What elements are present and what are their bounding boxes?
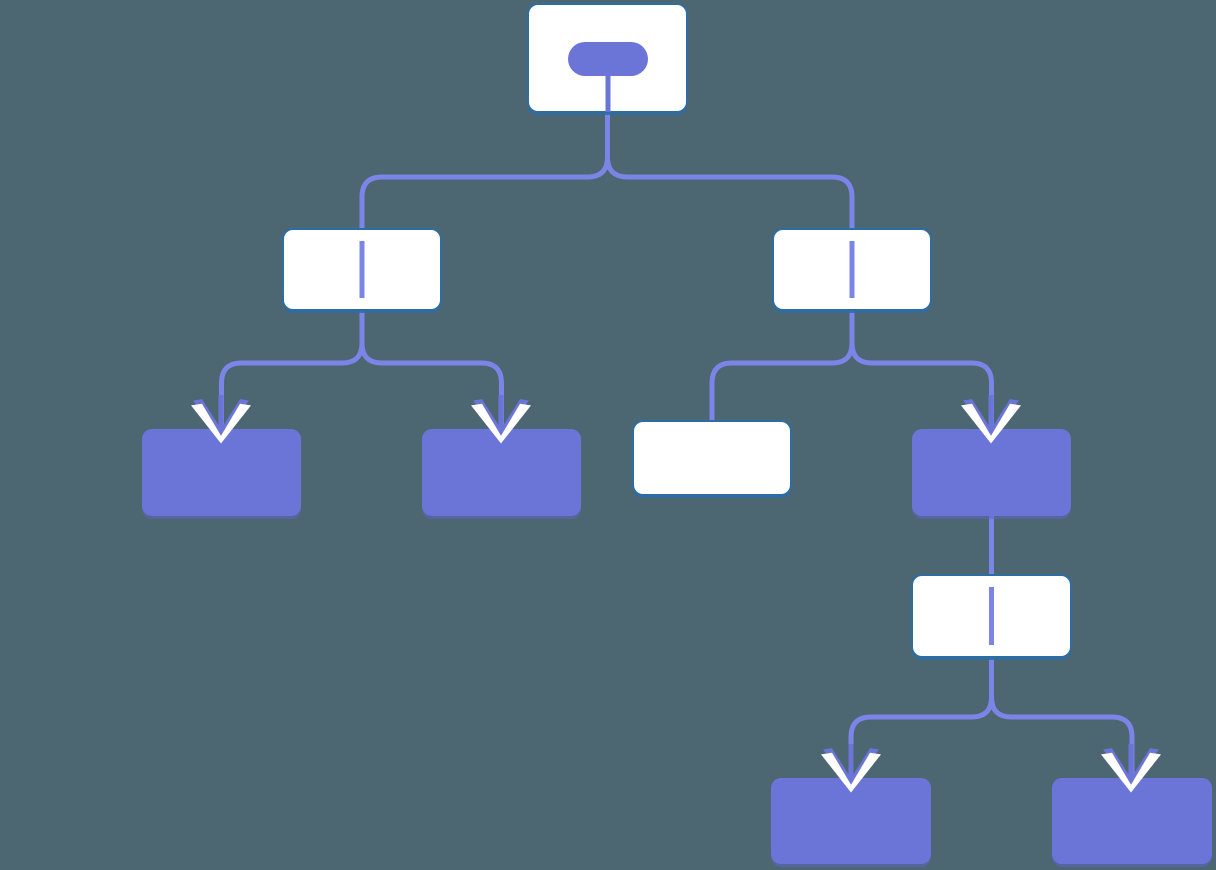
chevron-back-purple-icon [1103, 748, 1159, 785]
chevron-front-white-icon [961, 403, 1021, 444]
chevron-back-purple-icon [823, 748, 879, 785]
connector-edge-e9 [989, 657, 1135, 778]
chevron-front-white-icon [1101, 752, 1161, 793]
chevron-back-purple-icon [193, 399, 249, 436]
node-n6-white[interactable] [632, 420, 792, 498]
arrowhead-a5 [1101, 744, 1161, 793]
chevron-back-purple-icon [963, 399, 1019, 436]
node-body [912, 429, 1071, 516]
node-n4-purple[interactable] [142, 429, 301, 519]
chevron-front-white-icon [821, 752, 881, 793]
node-n10-purple[interactable] [1052, 778, 1212, 867]
arrowhead-a3 [961, 395, 1021, 444]
connector-edge-e4 [359, 310, 504, 429]
node-body [632, 420, 792, 496]
node-n5-purple[interactable] [422, 429, 581, 519]
node-body [1052, 778, 1212, 864]
chevron-back-purple-icon [473, 399, 529, 436]
node-body [422, 429, 581, 516]
arrowhead-a4 [821, 744, 881, 793]
node-n1-white[interactable] [527, 3, 688, 115]
chevron-front-white-icon [191, 403, 251, 444]
arrowhead-a1 [191, 395, 251, 444]
node-badge-pill [568, 42, 648, 76]
arrowhead-a2 [471, 395, 531, 444]
node-n7-purple[interactable] [912, 429, 1071, 519]
node-n9-purple[interactable] [771, 778, 931, 867]
chevron-front-white-icon [471, 403, 531, 444]
connector-edge-e2 [605, 112, 855, 229]
node-body [771, 778, 931, 864]
node-body [142, 429, 301, 516]
connector-edge-e6 [849, 310, 994, 429]
